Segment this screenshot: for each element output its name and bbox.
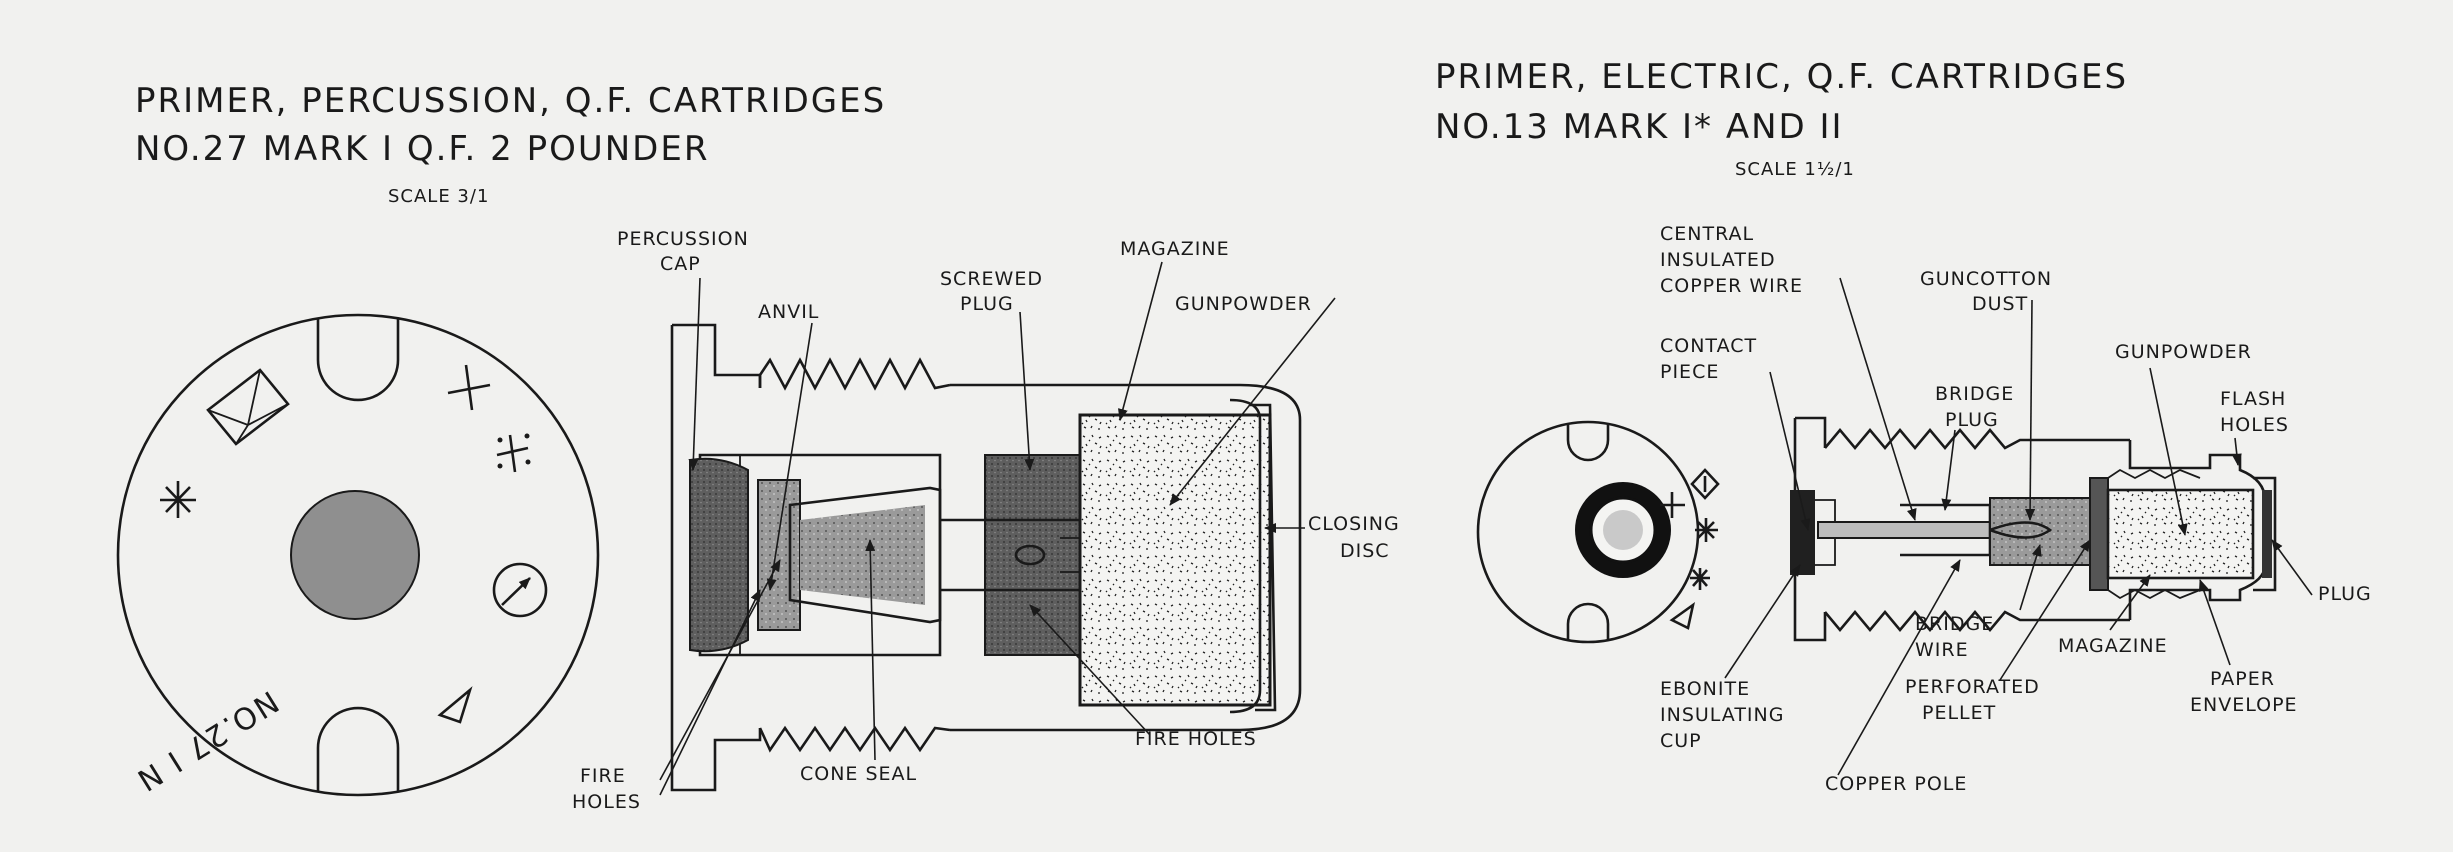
label-gunpowder-right: GUNPOWDER bbox=[2115, 341, 2252, 363]
label-contact-2: PIECE bbox=[1660, 361, 1719, 383]
label-closing-disc-1: CLOSING bbox=[1308, 513, 1400, 535]
label-central-wire-2: INSULATED bbox=[1660, 249, 1776, 271]
label-fire-holes-left-1: FIRE bbox=[580, 765, 626, 787]
label-contact-1: CONTACT bbox=[1660, 335, 1757, 357]
right-leader-lines bbox=[1724, 277, 2313, 776]
asterisk-mark-icon bbox=[160, 481, 196, 518]
label-cone-seal: CONE SEAL bbox=[800, 763, 917, 785]
label-anvil: ANVIL bbox=[758, 301, 819, 323]
label-percussion-cap-2: CAP bbox=[660, 253, 701, 275]
dotted-cross-mark-icon bbox=[496, 433, 531, 473]
cross-mark-icon bbox=[447, 364, 491, 411]
left-cross-section bbox=[670, 323, 1302, 792]
label-guncotton-2: DUST bbox=[1972, 293, 2028, 315]
label-ebonite-1: EBONITE bbox=[1660, 678, 1750, 700]
label-envelope-1: PAPER bbox=[2210, 668, 2275, 690]
label-gunpowder: GUNPOWDER bbox=[1175, 293, 1312, 315]
percussion-primer-diagram: PRIMER, PERCUSSION, Q.F. CARTRIDGES NO.2… bbox=[116, 81, 1400, 813]
label-ebonite-3: CUP bbox=[1660, 730, 1702, 752]
label-guncotton-1: GUNCOTTON bbox=[1920, 268, 2052, 290]
label-pellet-1: PERFORATED bbox=[1905, 676, 2040, 698]
triangle-mark-icon-small bbox=[1669, 601, 1695, 630]
label-central-wire-3: COPPER WIRE bbox=[1660, 275, 1803, 297]
star-mark-icon bbox=[1695, 518, 1718, 542]
label-bridge-wire-1: BRIDGE bbox=[1915, 613, 1994, 635]
label-closing-disc-2: DISC bbox=[1340, 540, 1390, 562]
label-envelope-2: ENVELOPE bbox=[2190, 694, 2298, 716]
label-bridge-wire-2: WIRE bbox=[1915, 639, 1969, 661]
triangle-mark-icon bbox=[437, 686, 473, 724]
label-percussion-cap-1: PERCUSSION bbox=[617, 228, 749, 250]
base-stamp: NO.27 I N bbox=[129, 683, 284, 798]
diamond-mark-icon-small bbox=[1690, 468, 1720, 500]
electric-primer-diagram: PRIMER, ELECTRIC, Q.F. CARTRIDGES NO.13 … bbox=[1435, 57, 2372, 795]
left-title-line2: NO.27 MARK I Q.F. 2 POUNDER bbox=[135, 129, 709, 169]
label-screwed-plug-2: PLUG bbox=[960, 293, 1014, 315]
label-copper-pole: COPPER POLE bbox=[1825, 773, 1967, 795]
label-magazine-right: MAGAZINE bbox=[2058, 635, 2168, 657]
left-scale: SCALE 3/1 bbox=[388, 186, 489, 207]
right-base-view bbox=[1476, 420, 1720, 644]
right-title-line1: PRIMER, ELECTRIC, Q.F. CARTRIDGES bbox=[1435, 57, 2128, 97]
plus-mark-icon bbox=[1660, 492, 1685, 518]
label-pellet-2: PELLET bbox=[1922, 702, 1996, 724]
dotted-star-mark-icon bbox=[1690, 568, 1710, 590]
arrow-circle-mark-icon bbox=[492, 562, 548, 618]
label-fire-holes-right: FIRE HOLES bbox=[1135, 728, 1257, 750]
left-title-line1: PRIMER, PERCUSSION, Q.F. CARTRIDGES bbox=[135, 81, 886, 121]
right-title-line2: NO.13 MARK I* AND II bbox=[1435, 107, 1844, 147]
left-leader-lines bbox=[659, 261, 1336, 796]
label-plug-right: PLUG bbox=[2318, 583, 2372, 605]
left-base-view: NO.27 I N bbox=[116, 313, 600, 798]
label-bridge-plug-2: PLUG bbox=[1945, 409, 1999, 431]
label-bridge-plug-1: BRIDGE bbox=[1935, 383, 2014, 405]
label-magazine: MAGAZINE bbox=[1120, 238, 1230, 260]
label-screwed-plug-1: SCREWED bbox=[940, 268, 1043, 290]
diamond-mark-icon bbox=[206, 368, 290, 446]
label-flash-holes-2: HOLES bbox=[2220, 414, 2289, 436]
label-ebonite-2: INSULATING bbox=[1660, 704, 1784, 726]
right-scale: SCALE 1½/1 bbox=[1735, 159, 1855, 180]
right-cross-section bbox=[1790, 416, 2277, 642]
label-fire-holes-left-2: HOLES bbox=[572, 791, 641, 813]
label-central-wire-1: CENTRAL bbox=[1660, 223, 1754, 245]
label-flash-holes-1: FLASH bbox=[2220, 388, 2286, 410]
